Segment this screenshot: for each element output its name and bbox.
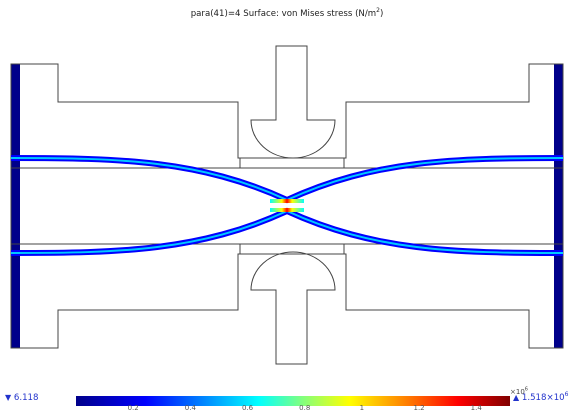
stress-hotspot-bottom <box>270 208 304 212</box>
color-legend-tick: 1.2 <box>413 404 425 412</box>
left-wall-band <box>11 64 20 348</box>
color-legend-bar <box>76 396 510 406</box>
top-piston <box>250 45 336 159</box>
min-arrow-icon: ▼ <box>5 393 12 402</box>
top-membrane-highlight <box>10 157 564 202</box>
bottom-membrane-stress <box>10 207 564 256</box>
stress-hotspot-top <box>270 199 304 203</box>
color-legend-tick: 0.4 <box>184 404 196 412</box>
top-housing-outline <box>10 63 564 169</box>
color-legend-tick: 1 <box>359 404 365 412</box>
channel-box <box>10 167 564 245</box>
bottom-membrane-highlight <box>10 209 564 254</box>
color-legend-tick: 1.4 <box>470 404 482 412</box>
max-value-indicator: ▲ 1.518×106 <box>513 391 569 403</box>
color-legend-tick: 0.2 <box>127 404 139 412</box>
plot-title: para(41)=4 Surface: von Mises stress (N/… <box>190 7 384 19</box>
color-legend-tick: 0.6 <box>241 404 254 412</box>
bottom-piston <box>250 251 336 365</box>
right-wall-band <box>554 64 563 348</box>
color-legend-multiplier: ×106 <box>510 386 528 396</box>
top-membrane-stress <box>10 155 564 204</box>
color-legend-tick: 0.8 <box>299 404 311 412</box>
max-arrow-icon: ▲ <box>513 393 520 402</box>
min-value-indicator: ▼ 6.118 <box>5 393 39 403</box>
bottom-housing-outline <box>10 243 564 349</box>
